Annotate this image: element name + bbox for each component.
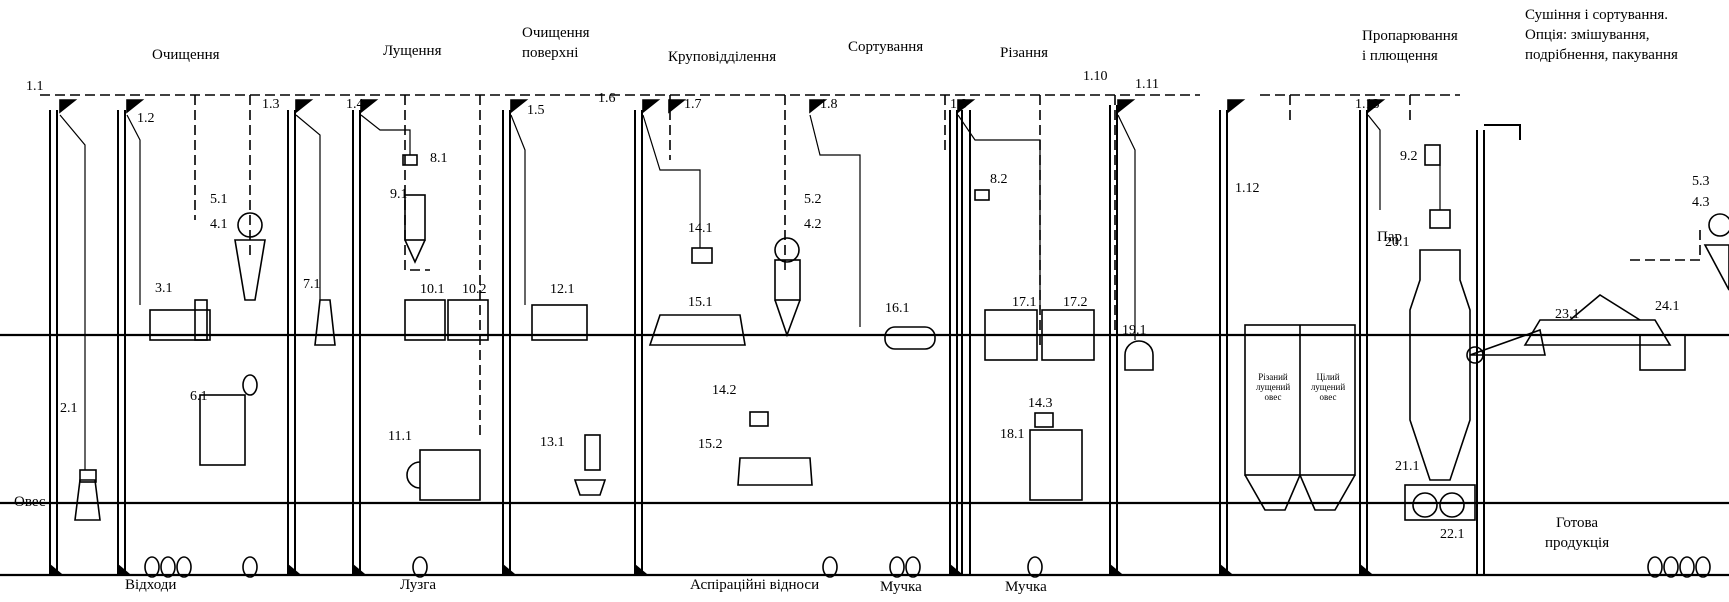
sorting-equipment [885,327,935,349]
section-hulling: Лущення [383,42,441,60]
tag-9-2: 9.2 [1400,150,1418,164]
tag-4-2: 4.2 [804,218,822,232]
output-flour-1: Мучка [880,578,922,596]
tag-14-2: 14.2 [712,384,737,398]
surface-cleaning-equipment [532,305,605,495]
tag-1-9: 1.9 [950,98,968,112]
tag-1-10: 1.10 [1083,70,1108,84]
output-flour-2: Мучка [1005,578,1047,596]
tag-5-3: 5.3 [1692,175,1710,189]
tag-1-4: 1.4 [346,98,364,112]
tag-1-8: 1.8 [820,98,838,112]
tag-11-1: 11.1 [388,430,412,444]
tag-1-5: 1.5 [527,104,545,118]
bin-label-cut: Різаний лущений овес [1247,372,1299,402]
elevator-heads [60,100,1383,112]
section-drying-line3: подрібнення, пакування [1525,46,1678,64]
tag-8-2: 8.2 [990,173,1008,187]
tag-10-2: 10.2 [462,283,487,297]
section-surface-cleaning-line1: Очищення [522,24,590,42]
section-cleaning: Очищення [152,46,220,64]
output-finished-line2: продукція [1545,534,1609,552]
tag-13-1: 13.1 [540,436,565,450]
tag-7-1: 7.1 [303,278,321,292]
elevator-boots [50,565,1372,575]
tag-24-1: 24.1 [1655,300,1680,314]
section-cutting: Різання [1000,44,1048,62]
section-steaming-line1: Пропарювання [1362,27,1458,45]
section-sorting: Сортування [848,38,923,56]
tag-17-1: 17.1 [1012,296,1037,310]
tag-16-1: 16.1 [885,302,910,316]
bin-label-cut-line3: овес [1247,392,1299,402]
section-groat-separation: Круповідділення [668,48,776,66]
drying-equipment [1467,214,1729,370]
storage-bins [1245,325,1355,510]
tag-22-1: 22.1 [1440,528,1465,542]
tag-5-1: 5.1 [210,193,228,207]
bin-label-whole-line3: овес [1302,392,1354,402]
tag-19-1: 19.1 [1122,324,1147,338]
tag-1-11: 1.11 [1135,78,1159,92]
bin-label-cut-line2: лущений [1247,382,1299,392]
bin-label-whole: Цілий лущений овес [1302,372,1354,402]
tag-10-1: 10.1 [420,283,445,297]
aspiration-risers [195,95,1700,440]
tag-12-1: 12.1 [550,283,575,297]
tag-1-7: 1.7 [684,98,702,112]
bin-label-whole-line2: лущений [1302,382,1354,392]
groat-separation-equipment [650,238,812,485]
tag-18-1: 18.1 [1000,428,1025,442]
product-sacks [145,375,1710,577]
tag-6-1: 6.1 [190,390,208,404]
tag-14-3: 14.3 [1028,397,1053,411]
section-drying-line1: Сушіння і сортування. [1525,6,1668,24]
section-drying-line2: Опція: змішування, [1525,26,1650,44]
output-aspiration: Аспіраційні відноси [690,576,819,594]
tag-8-1: 8.1 [430,152,448,166]
output-husk: Лузга [400,576,436,594]
tag-1-1: 1.1 [26,80,44,94]
tag-15-2: 15.2 [698,438,723,452]
tag-3-1: 3.1 [155,282,173,296]
tag-4-1: 4.1 [210,218,228,232]
tag-15-1: 15.1 [688,296,713,310]
tag-1-13: 1.13 [1355,98,1380,112]
output-waste: Відходи [125,576,176,594]
tag-1-6: 1.6 [598,92,616,106]
tag-23-1: 23.1 [1555,308,1580,322]
tag-20-1: 20.1 [1385,236,1410,250]
tag-1-12: 1.12 [1235,182,1260,196]
bin-label-whole-line1: Цілий [1302,372,1354,382]
tag-1-3: 1.3 [262,98,280,112]
input-oats: Овес [14,493,46,511]
tag-21-1: 21.1 [1395,460,1420,474]
tag-2-1: 2.1 [60,402,78,416]
section-steaming-line2: і плющення [1362,47,1438,65]
tag-4-3: 4.3 [1692,196,1710,210]
output-finished-line1: Готова [1556,514,1598,532]
hulling-equipment [403,155,488,500]
tag-9-1: 9.1 [390,188,408,202]
tag-17-2: 17.2 [1063,296,1088,310]
tag-1-2: 1.2 [137,112,155,126]
section-surface-cleaning-line2: поверхні [522,44,578,62]
cutting-equipment [975,190,1153,500]
tag-5-2: 5.2 [804,193,822,207]
bin-label-cut-line1: Різаний [1247,372,1299,382]
tag-14-1: 14.1 [688,222,713,236]
